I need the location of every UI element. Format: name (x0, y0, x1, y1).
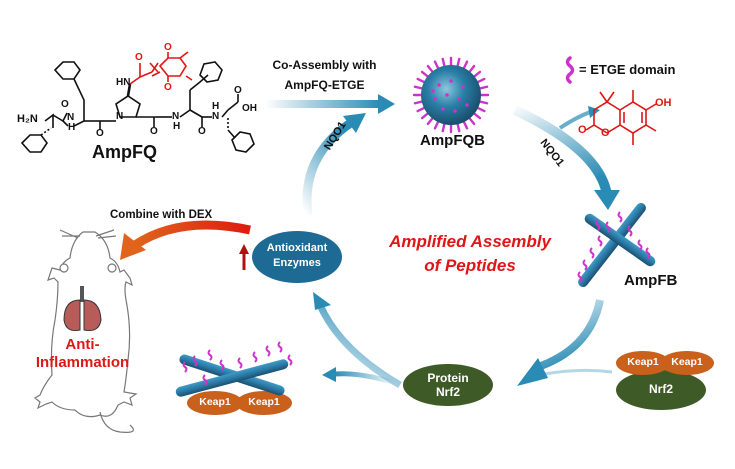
etge-squiggle (582, 259, 588, 271)
atom-label: O (61, 99, 69, 110)
etge-squiggle (265, 345, 271, 357)
protein-nrf2-node (403, 364, 493, 406)
nrf2-label: Nrf2 (648, 382, 673, 396)
anti-inflammation-line2: Inflammation (35, 354, 130, 371)
etge-squiggle (252, 351, 258, 363)
etge-squiggle (597, 235, 603, 247)
etge-squiggle (617, 211, 623, 223)
atom-label: O (578, 124, 587, 136)
atom-label: OH (655, 97, 672, 109)
mouse-illustration (33, 229, 138, 433)
atom-label: H (68, 122, 76, 133)
antioxidant-enzymes-label-line2: Enzymes (273, 257, 321, 269)
etge-dot (441, 107, 445, 111)
etge-dot (433, 97, 437, 101)
etge-legend-label: = ETGE domain (579, 62, 676, 77)
ampfqb-label: AmpFQB (420, 132, 485, 149)
atom-label: H₂N (17, 113, 38, 125)
benzene-ring (231, 131, 255, 153)
co-assembly-arrow (265, 94, 395, 114)
etge-squiggle (277, 341, 283, 353)
lactone-byproduct (585, 90, 657, 145)
etge-dot (461, 85, 465, 89)
ampfb-label: AmpFB (624, 272, 678, 289)
benzene-ring (53, 61, 81, 80)
etge-dot (453, 109, 457, 113)
atom-label: O (150, 126, 158, 137)
keap1-fiber-complex (175, 341, 293, 415)
benzene-ring (199, 61, 223, 83)
protein-nrf2-label-line2: Nrf2 (435, 385, 460, 399)
ampfq-structure (20, 61, 255, 153)
etge-squiggle (589, 247, 595, 259)
lungs-icon (63, 286, 102, 331)
center-title-line2: of Peptides (424, 256, 516, 275)
combine-dex-arrow (120, 220, 251, 260)
combine-dex-label: Combine with DEX (110, 209, 213, 221)
ampfqb-nanoparticle (412, 56, 490, 134)
keap1-label: Keap1 (199, 396, 231, 408)
etge-squiggle (207, 349, 213, 361)
ampfb-fibers (577, 202, 656, 288)
center-title-line1: Amplified Assembly (389, 232, 551, 251)
atom-label: O (164, 82, 172, 93)
etge-squiggle (645, 247, 651, 259)
nqo1-down-arrow (512, 105, 620, 210)
etge-squiggle (627, 225, 633, 237)
keap1-label: Keap1 (248, 396, 280, 408)
etge-squiggle (595, 219, 601, 231)
etge-dot (457, 97, 461, 101)
anti-inflammation-line1: Anti- (65, 336, 100, 353)
atom-label: H (173, 121, 181, 132)
etge-squiggle (287, 354, 293, 366)
atom-label: O (198, 126, 206, 137)
etge-legend-icon (565, 56, 575, 84)
quinone-trigger-group (129, 51, 193, 85)
etge-dot (449, 79, 453, 83)
etge-dot (431, 89, 435, 93)
nqo1-up-arrow (302, 113, 366, 216)
etge-squiggle (202, 374, 208, 386)
keap1-nrf2-complex (616, 351, 714, 410)
etge-dot (445, 93, 449, 97)
etge-squiggle (192, 355, 198, 367)
etge-squiggle (637, 239, 643, 251)
etge-squiggle (219, 359, 225, 371)
atom-label: N (212, 111, 220, 122)
etge-dot (465, 103, 469, 107)
ampfq-label: AmpFQ (92, 142, 157, 162)
ampfb-to-nrf2-arrow (517, 299, 613, 386)
co-assembly-label-line2: AmpFQ-ETGE (284, 78, 365, 92)
etge-squiggle (577, 271, 583, 283)
atom-label: N (67, 112, 75, 123)
atom-label: H (212, 101, 220, 112)
atom-label: O (135, 52, 143, 63)
etge-squiggle (605, 221, 611, 233)
protein-nrf2-label-line1: Protein (427, 371, 469, 385)
atom-label: HN (116, 77, 131, 88)
atom-label: OH (242, 103, 257, 114)
nrf2-to-complex-arrow (322, 367, 396, 386)
nrf2-to-enzyme-arrow (313, 292, 402, 389)
atom-label: O (601, 127, 610, 139)
keap1-label: Keap1 (671, 356, 703, 368)
atom-label: N (172, 111, 180, 122)
etge-squiggle (182, 361, 188, 373)
co-assembly-label-line1: Co-Assembly with (272, 58, 377, 72)
atom-label: O (234, 85, 242, 96)
atom-label: O (164, 42, 172, 53)
keap1-label: Keap1 (627, 356, 659, 368)
antioxidant-enzymes-label-line1: Antioxidant (266, 242, 328, 254)
atom-label: N (116, 111, 124, 122)
etge-dot (437, 83, 441, 87)
atom-label: O (96, 128, 104, 139)
benzene-ring (20, 134, 48, 153)
antioxidant-enzymes-node (252, 231, 342, 283)
etge-squiggle (237, 357, 243, 369)
upregulation-arrow (239, 244, 249, 270)
